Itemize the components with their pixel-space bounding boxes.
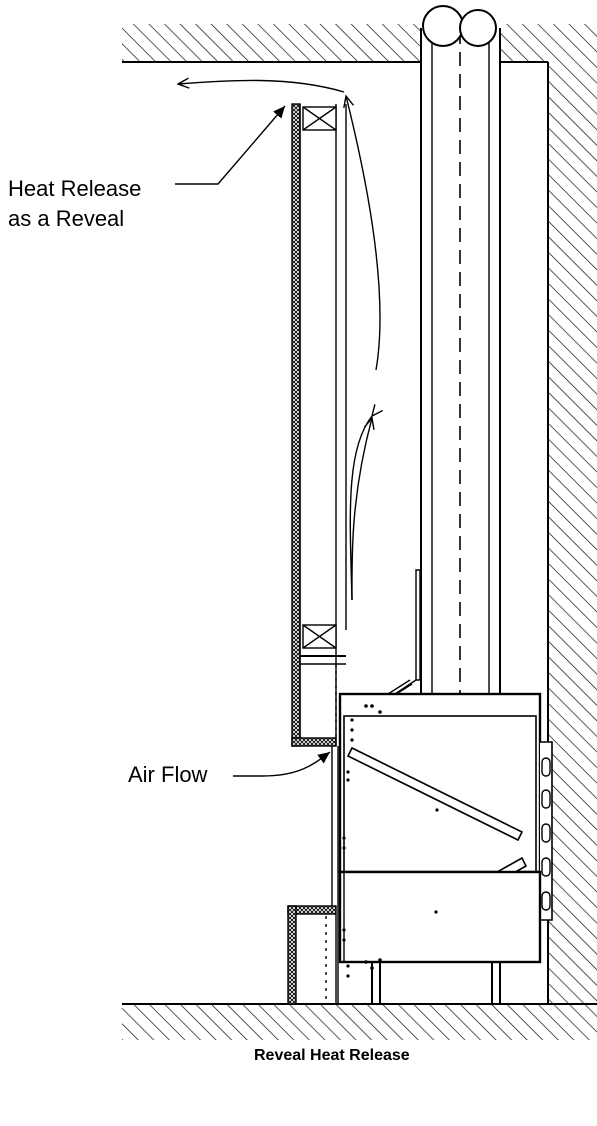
label-heat-release-line2: as a Reveal [8, 206, 124, 231]
label-air-flow: Air Flow [128, 762, 208, 787]
heat-release-leader [175, 105, 286, 185]
firebox [338, 692, 553, 978]
air-flow-leader [233, 751, 331, 777]
ceiling [122, 24, 597, 63]
label-heat-release-line1: Heat Release [8, 176, 141, 201]
right-wall [547, 62, 597, 1004]
reveal-wall-upper [291, 103, 347, 747]
airflow-arrows [178, 80, 380, 601]
firebox-legs [371, 962, 501, 1004]
floor [122, 1003, 597, 1040]
flue-pipe [420, 5, 501, 694]
reveal-wall-lower [287, 746, 339, 1005]
diagram-caption: Reveal Heat Release [254, 1047, 410, 1064]
